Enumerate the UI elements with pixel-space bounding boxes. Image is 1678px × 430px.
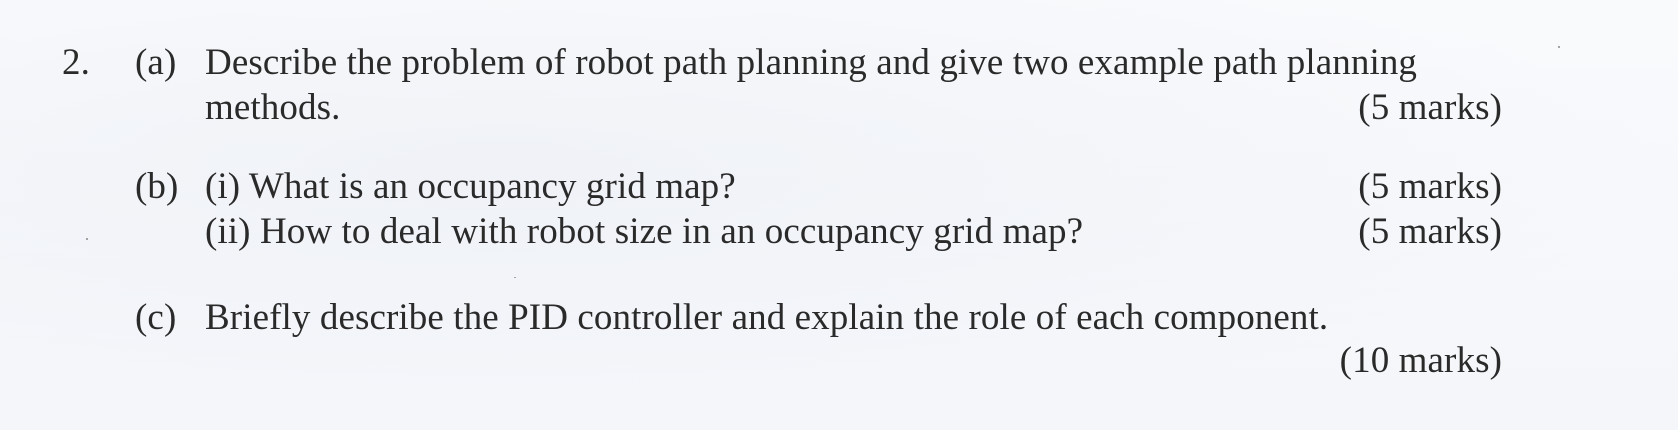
- part-c-text: Briefly describe the PID controller and …: [205, 297, 1329, 338]
- scan-speck: [1558, 46, 1560, 48]
- part-a-marks: (5 marks): [1358, 87, 1502, 128]
- scan-speck: [514, 277, 516, 278]
- part-b-ii-text: (ii) How to deal with robot size in an o…: [205, 211, 1084, 252]
- part-a-text-line-1: Describe the problem of robot path plann…: [205, 42, 1418, 83]
- part-b-ii-marks: (5 marks): [1358, 211, 1502, 252]
- part-c-label: (c): [135, 297, 177, 338]
- part-a-label: (a): [135, 42, 177, 83]
- part-b-i-marks: (5 marks): [1358, 166, 1502, 207]
- part-a-text-line-2: methods.: [205, 87, 341, 128]
- part-b-i-text: (i) What is an occupancy grid map?: [205, 166, 736, 207]
- question-number: 2.: [62, 42, 90, 83]
- part-c-marks: (10 marks): [1339, 340, 1502, 381]
- scan-speck: [86, 238, 88, 240]
- part-b-label: (b): [135, 166, 179, 207]
